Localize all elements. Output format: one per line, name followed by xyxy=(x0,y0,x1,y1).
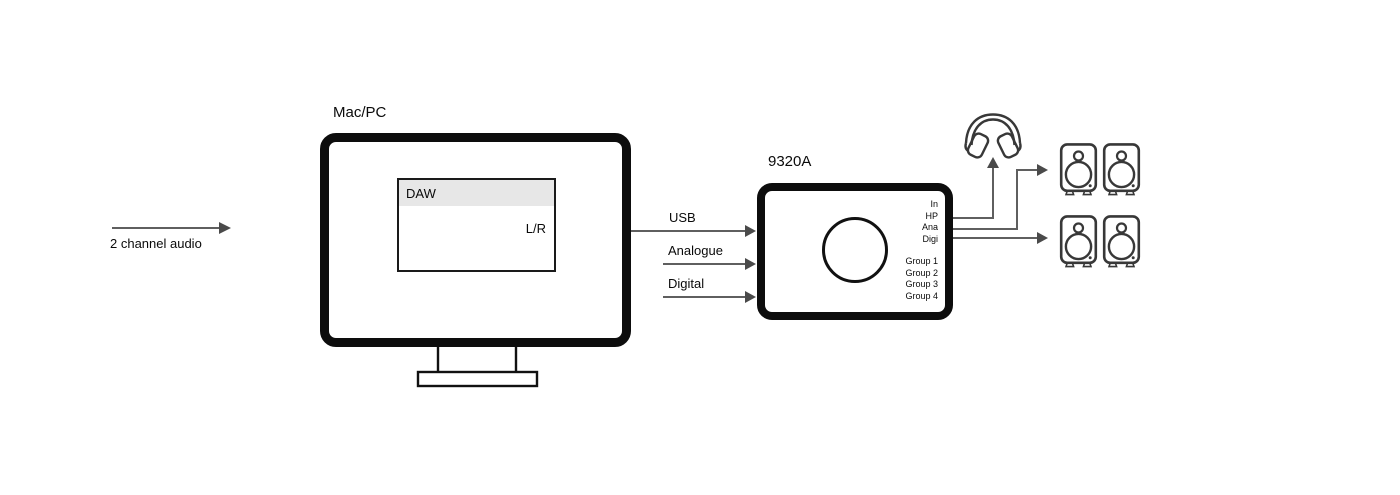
knob-circle xyxy=(822,217,888,283)
digi-arrowhead xyxy=(1037,232,1048,244)
speaker-icon xyxy=(1059,143,1098,196)
speaker-icon xyxy=(1059,215,1098,268)
speaker-icon xyxy=(1102,215,1141,268)
io-label-in: In xyxy=(930,199,938,209)
source-audio-label: 2 channel audio xyxy=(110,236,202,251)
io-label-digi: Digi xyxy=(922,233,938,244)
daw-titlebar: DAW xyxy=(399,180,554,206)
device-group-labels: Group 1 Group 2 Group 3 Group 4 xyxy=(858,256,938,302)
computer-title: Mac/PC xyxy=(333,104,387,121)
device-title: 9320A xyxy=(768,153,812,170)
daw-title: DAW xyxy=(406,186,436,201)
monitor-stand-base xyxy=(416,370,539,388)
usb-arrowhead xyxy=(745,225,756,237)
usb-input-label: USB xyxy=(669,210,696,225)
device-io-labels: In HP Ana Digi xyxy=(858,199,938,245)
group-label-4: Group 4 xyxy=(905,290,938,301)
group-label-3: Group 3 xyxy=(905,279,938,289)
ana-output-line xyxy=(948,169,1038,230)
headphones-icon xyxy=(964,113,1022,159)
daw-output-label: L/R xyxy=(525,221,546,236)
analogue-arrowhead xyxy=(745,258,756,270)
daw-window: DAW xyxy=(397,178,556,272)
hp-arrowhead xyxy=(987,157,999,168)
group-label-2: Group 2 xyxy=(905,267,938,278)
speaker-icon xyxy=(1102,143,1141,196)
device-9320a xyxy=(757,183,953,320)
group-label-1: Group 1 xyxy=(905,256,938,266)
source-arrowhead xyxy=(219,222,231,234)
analogue-input-label: Analogue xyxy=(668,243,723,258)
ana-arrowhead xyxy=(1037,164,1048,176)
io-label-hp: HP xyxy=(925,210,938,221)
hp-output-line xyxy=(948,166,994,219)
digital-input-label: Digital xyxy=(668,276,705,291)
digital-arrowhead xyxy=(745,291,756,303)
io-label-ana: Ana xyxy=(921,222,938,233)
